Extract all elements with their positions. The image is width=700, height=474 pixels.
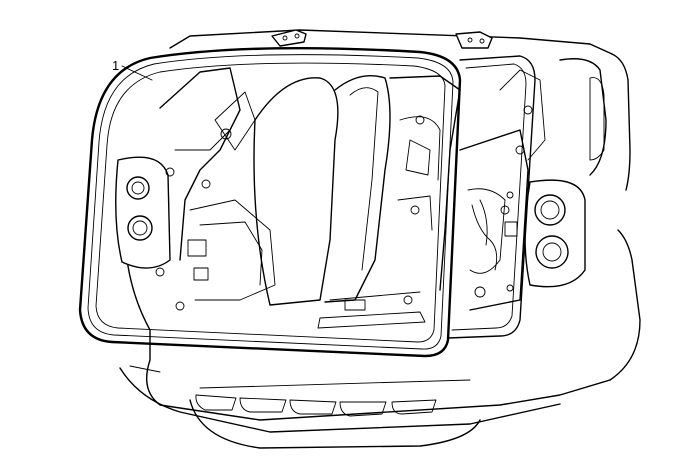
bumper-recesses — [195, 394, 437, 417]
callout-1: 1 — [112, 58, 153, 81]
left-tail-lamp — [115, 156, 171, 269]
vehicle-body — [119, 29, 641, 449]
callout-1-number: 1 — [112, 58, 119, 73]
liftgate-weatherstrip-seal — [78, 46, 514, 358]
liftgate-hinge-right — [455, 31, 493, 49]
interior-right-pillar — [389, 69, 546, 311]
interior-seats — [253, 75, 426, 329]
opening-flange-right — [447, 55, 536, 339]
callout-1-leader — [121, 65, 153, 81]
liftgate-hinge-left — [271, 29, 307, 47]
interior-left-pillar — [159, 67, 276, 301]
right-tail-lamp — [524, 179, 586, 288]
